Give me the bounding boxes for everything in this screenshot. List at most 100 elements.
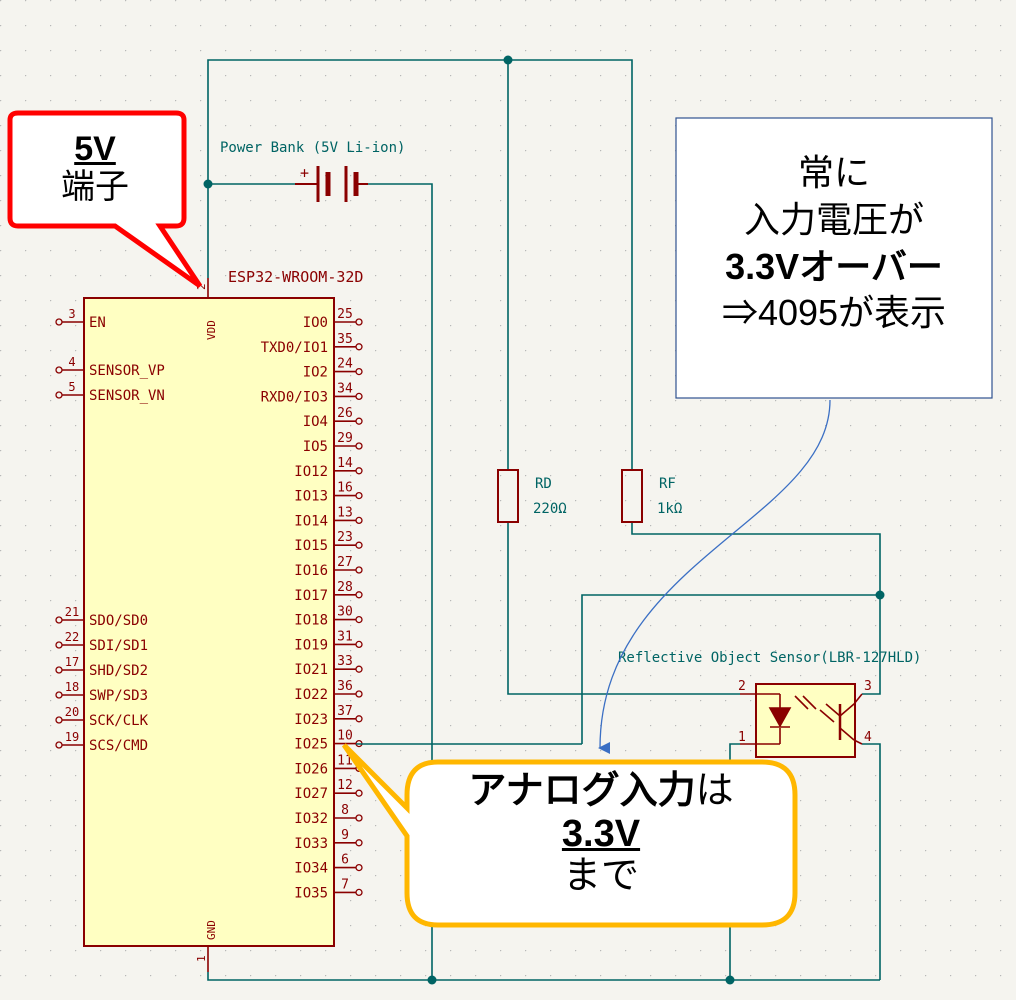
note-line-3: 3.3Vオーバー (725, 245, 943, 287)
pin-number: 36 (337, 679, 353, 694)
pin-name: SENSOR_VN (89, 388, 165, 404)
pin-name: IO32 (294, 811, 328, 827)
rf-value: 1kΩ (657, 501, 682, 517)
rd-value: 220Ω (533, 501, 567, 517)
pin-name: IO33 (294, 836, 328, 852)
pin-name: SENSOR_VP (89, 363, 165, 379)
pin-endpoint (355, 442, 363, 450)
pin-number: 7 (341, 877, 349, 892)
rf-ref: RF (659, 476, 676, 492)
pin-name: IO17 (294, 588, 328, 604)
note-line-1: 常に (797, 152, 870, 193)
pin-number: 25 (337, 307, 353, 322)
vdd-pin-number: 2 (195, 283, 208, 290)
pin-endpoint (355, 863, 363, 872)
analog-line-1-rest: は (695, 770, 734, 812)
pin-name: IO13 (294, 489, 328, 505)
pin-name: SHD/SD2 (89, 663, 148, 679)
note-line-4: ⇒4095が表示 (721, 292, 947, 334)
resistor-rd (497, 469, 519, 523)
pin-number: 11 (337, 753, 353, 768)
esp32-left-pins: 3EN4SENSOR_VP5SENSOR_VN21SDO/SD022SDI/SD… (55, 307, 165, 754)
junction-dot (203, 179, 213, 189)
pin-number: 20 (65, 705, 79, 719)
pin-name: IO16 (294, 563, 328, 579)
pin-name: SCS/CMD (89, 738, 148, 754)
pin-number: 30 (337, 605, 353, 620)
pin-number: 13 (337, 505, 353, 520)
esp32-right-pins: 25IO035TXD0/IO124IO234RXD0/IO326IO429IO5… (261, 307, 363, 901)
wire-rd-sensor (507, 522, 740, 695)
pin-endpoint (355, 467, 363, 475)
resistor-rf (621, 469, 643, 523)
junction-dot (725, 975, 735, 985)
pin-endpoint (355, 367, 363, 376)
wires (207, 59, 881, 981)
pin-number: 21 (65, 605, 79, 619)
battery-symbol (295, 166, 368, 202)
pin-name: EN (89, 315, 106, 331)
battery-label: Power Bank (5V Li-ion) (220, 140, 405, 156)
pin-number: 24 (337, 357, 353, 372)
callout-5v-text: 5V 端子 (20, 130, 170, 206)
pin-endpoint (355, 417, 363, 425)
pin-number: 3 (68, 307, 75, 321)
pin-number: 29 (337, 431, 353, 446)
pin-name: IO18 (294, 613, 328, 629)
pin-number: 6 (341, 853, 349, 868)
pin-endpoint (355, 690, 363, 698)
gnd-pin-number: 1 (195, 955, 208, 962)
callout-5v-title: 5V (74, 130, 116, 168)
analog-line-1-bold: アナログ入力 (468, 770, 696, 812)
wire-ground (207, 972, 880, 981)
callout-5v-subtitle: 端子 (61, 168, 129, 207)
pin-number: 34 (337, 381, 353, 396)
pin-endpoint (355, 541, 363, 549)
sensor-pin-1: 1 (738, 730, 746, 745)
callout-5v-shape (7, 110, 203, 289)
pin-endpoint (355, 789, 363, 797)
pin-number: 19 (65, 730, 79, 744)
pin-number: 16 (337, 481, 353, 496)
pin-name: IO12 (294, 464, 328, 480)
junction-dot (503, 55, 513, 65)
pin-name: IO22 (294, 687, 328, 703)
pin-number: 26 (337, 406, 353, 421)
junction-dot (427, 975, 437, 985)
pin-name: RXD0/IO3 (261, 389, 328, 405)
vdd-label: VDD (205, 320, 218, 340)
pin-number: 10 (337, 729, 353, 744)
pin-name: IO14 (294, 513, 328, 529)
callout-note-text: 常に 入力電圧が 3.3Vオーバー ⇒4095が表示 (678, 150, 990, 337)
sensor-pin-4: 4 (864, 730, 872, 745)
pin-endpoint (355, 615, 363, 624)
pin-name: IO26 (294, 761, 328, 777)
pin-name: SDI/SD1 (89, 638, 148, 654)
pin-endpoint (355, 491, 363, 500)
pin-number: 8 (341, 803, 349, 818)
analog-line-2: 3.3V (561, 812, 641, 855)
pin-endpoint (355, 814, 363, 822)
wire-battery-minus (368, 183, 433, 980)
analog-line-1: アナログ入力は (410, 770, 792, 813)
pin-name: IO4 (303, 414, 328, 430)
pin-name: IO5 (303, 439, 328, 455)
pin-endpoint (355, 839, 363, 847)
pin-name: SWP/SD3 (89, 688, 148, 704)
callout-arrow (598, 399, 831, 755)
pin-number: 18 (65, 680, 79, 694)
pin-endpoint (355, 640, 363, 649)
wire-sensor-pin4 (862, 743, 881, 980)
pin-number: 17 (65, 655, 79, 669)
pin-name: IO34 (294, 861, 328, 877)
pin-endpoint (355, 715, 363, 723)
pin-endpoint (355, 888, 363, 897)
note-line-2: 入力電圧が (743, 198, 924, 240)
pin-endpoint (355, 392, 363, 401)
pin-number: 28 (337, 580, 353, 595)
esp32-ref-label: ESP32-WROOM-32D (228, 268, 363, 286)
pin-name: IO2 (303, 365, 328, 381)
pin-number: 4 (68, 355, 75, 369)
pin-name: IO23 (294, 712, 328, 728)
